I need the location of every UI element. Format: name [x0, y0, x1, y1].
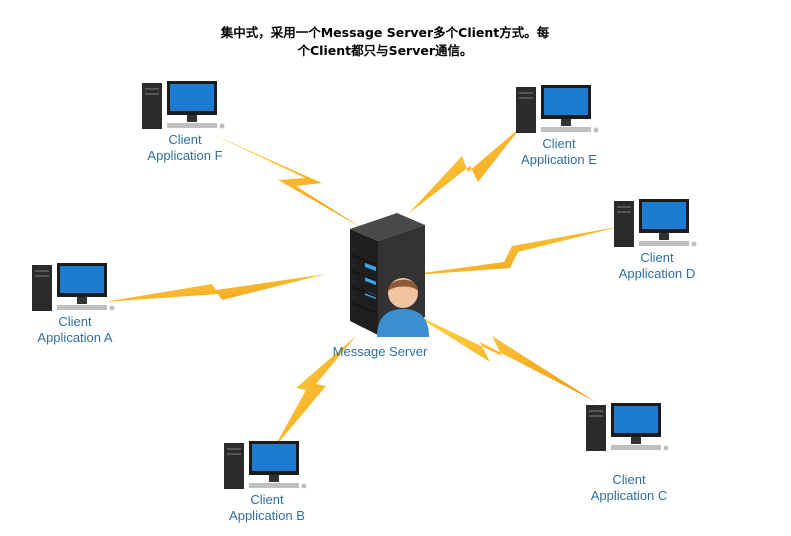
computer-icon — [516, 85, 599, 133]
link-bolt-a — [104, 274, 326, 302]
link-bolt-d — [400, 226, 622, 276]
computer-icon — [224, 441, 307, 489]
computer-icon — [614, 199, 697, 247]
client-label-f: Client Application F — [147, 132, 223, 163]
user-avatar-icon — [377, 278, 429, 337]
link-bolt-b — [274, 336, 356, 448]
message-server[interactable]: Message Server — [300, 205, 460, 360]
client-node-a[interactable]: Client Application A — [0, 262, 150, 346]
title-line-2: 个Client都只与Server通信。 — [297, 43, 473, 58]
client-node-b[interactable]: Client Application B — [192, 440, 342, 524]
diagram-title: 集中式，采用一个Message Server多个Client方式。每 个Clie… — [170, 24, 600, 60]
server-icon — [350, 213, 429, 337]
client-node-f[interactable]: Client Application F — [110, 80, 260, 164]
client-node-e[interactable]: Client Application E — [484, 84, 634, 168]
client-label-b: Client Application B — [229, 492, 305, 523]
client-label-c: Client Application C — [590, 472, 668, 503]
client-label-e: Client Application E — [521, 136, 597, 167]
link-bolt-f — [212, 134, 362, 228]
client-label-a: Client Application A — [37, 314, 113, 345]
computer-icon — [586, 403, 669, 451]
link-bolt-c — [410, 312, 596, 402]
client-label-d: Client Application D — [618, 250, 696, 281]
client-node-c[interactable]: Client Application C — [554, 402, 704, 504]
server-label: Message Server — [332, 344, 428, 359]
title-line-1: 集中式，采用一个Message Server多个Client方式。每 — [220, 25, 550, 40]
client-node-d[interactable]: Client Application D — [582, 198, 732, 282]
computer-icon — [142, 81, 225, 129]
computer-icon — [32, 263, 115, 311]
